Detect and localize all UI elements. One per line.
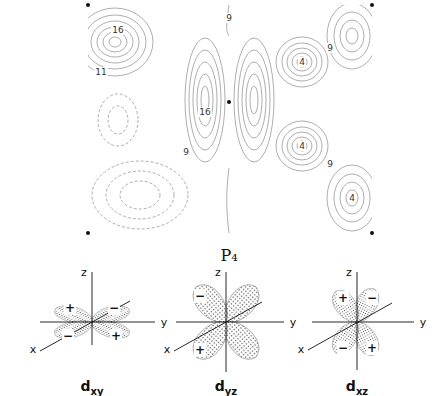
corner-dot — [370, 231, 374, 235]
phase-sign: − — [366, 291, 378, 305]
contour-line — [246, 74, 262, 126]
contour-line — [193, 62, 217, 138]
axis-label: x — [297, 343, 306, 356]
y-axis — [40, 322, 155, 323]
contour-line — [227, 168, 229, 233]
axis-label: y — [289, 316, 298, 329]
y-axis — [176, 322, 284, 323]
contour-map — [88, 5, 372, 233]
contour-line — [327, 5, 372, 69]
contour-value: 4 — [348, 193, 356, 203]
contour-line — [346, 190, 358, 206]
contour-value: 9 — [225, 13, 233, 23]
z-axis — [357, 272, 358, 370]
x-axis — [308, 303, 392, 350]
axis-label: z — [80, 266, 88, 279]
phase-sign: + — [64, 301, 76, 315]
contour-line — [340, 182, 364, 214]
contour-line — [282, 43, 322, 81]
contour-line — [197, 74, 213, 126]
corner-dot — [86, 3, 90, 7]
contour-line — [88, 8, 153, 76]
contour-value: 4 — [298, 141, 306, 151]
contour-line — [334, 12, 370, 60]
contour-line — [234, 38, 274, 162]
phase-sign: − — [62, 329, 74, 343]
contour-line — [297, 57, 307, 67]
phase-sign: + — [194, 343, 206, 357]
phase-sign: − — [108, 301, 120, 315]
z-axis — [92, 272, 93, 345]
orbital-label: dxy — [81, 378, 104, 394]
figure-title: P₄ — [220, 246, 237, 265]
contour-line — [292, 53, 312, 71]
center-dot — [227, 100, 231, 104]
phase-sign: + — [366, 341, 378, 355]
phase-sign: − — [337, 341, 349, 355]
contour-line — [287, 132, 317, 160]
contour-line — [327, 165, 372, 231]
axis-label: y — [160, 316, 169, 329]
contour-line — [103, 32, 127, 52]
contour-line — [334, 174, 370, 222]
orbital-label: dxz — [346, 378, 368, 394]
contour-line — [109, 37, 121, 47]
contour-line — [242, 62, 266, 138]
contour-line — [185, 38, 225, 162]
axis-label: x — [29, 343, 38, 356]
axis-label: x — [163, 343, 172, 356]
contour-value: 4 — [298, 57, 306, 67]
lobe-shading — [327, 316, 365, 358]
contour-line — [292, 137, 312, 155]
contour-line — [91, 21, 139, 63]
contour-value: 9 — [182, 147, 190, 157]
x-axis — [40, 301, 130, 351]
contour-value: 9 — [326, 43, 334, 53]
contour-line — [92, 161, 188, 229]
contour-line — [250, 86, 258, 114]
axis-label: z — [345, 266, 353, 279]
contour-line — [189, 50, 221, 150]
corner-dot — [86, 231, 90, 235]
corner-dots — [86, 3, 374, 235]
contour-line — [88, 15, 146, 69]
contour-line — [282, 127, 322, 165]
dxy-axes — [40, 272, 155, 351]
phase-sign: + — [110, 329, 122, 343]
contour-line — [106, 171, 174, 219]
contour-value: 16 — [198, 107, 211, 117]
axis-label: y — [419, 316, 428, 329]
contour-line — [276, 121, 328, 171]
contour-line — [340, 20, 364, 52]
dxz-axes — [308, 272, 414, 370]
y-axis — [312, 322, 414, 323]
contour-line — [108, 106, 128, 134]
phase-sign: + — [337, 291, 349, 305]
contour-line — [287, 48, 317, 76]
dyz-axes — [174, 272, 284, 372]
contour-value: 11 — [94, 67, 107, 77]
contour-value: 16 — [111, 25, 124, 35]
corner-dot — [370, 3, 374, 7]
phase-sign: − — [194, 289, 206, 303]
contour-line — [297, 141, 307, 151]
orbital-label: dyz — [215, 378, 237, 394]
contour-line — [98, 94, 138, 146]
contour-value: 9 — [326, 159, 334, 169]
contour-line — [276, 37, 328, 87]
contour-line — [120, 181, 160, 209]
contour-line — [346, 28, 358, 44]
axis-label: z — [214, 266, 222, 279]
x-axis — [174, 302, 262, 351]
contour-line — [238, 50, 270, 150]
